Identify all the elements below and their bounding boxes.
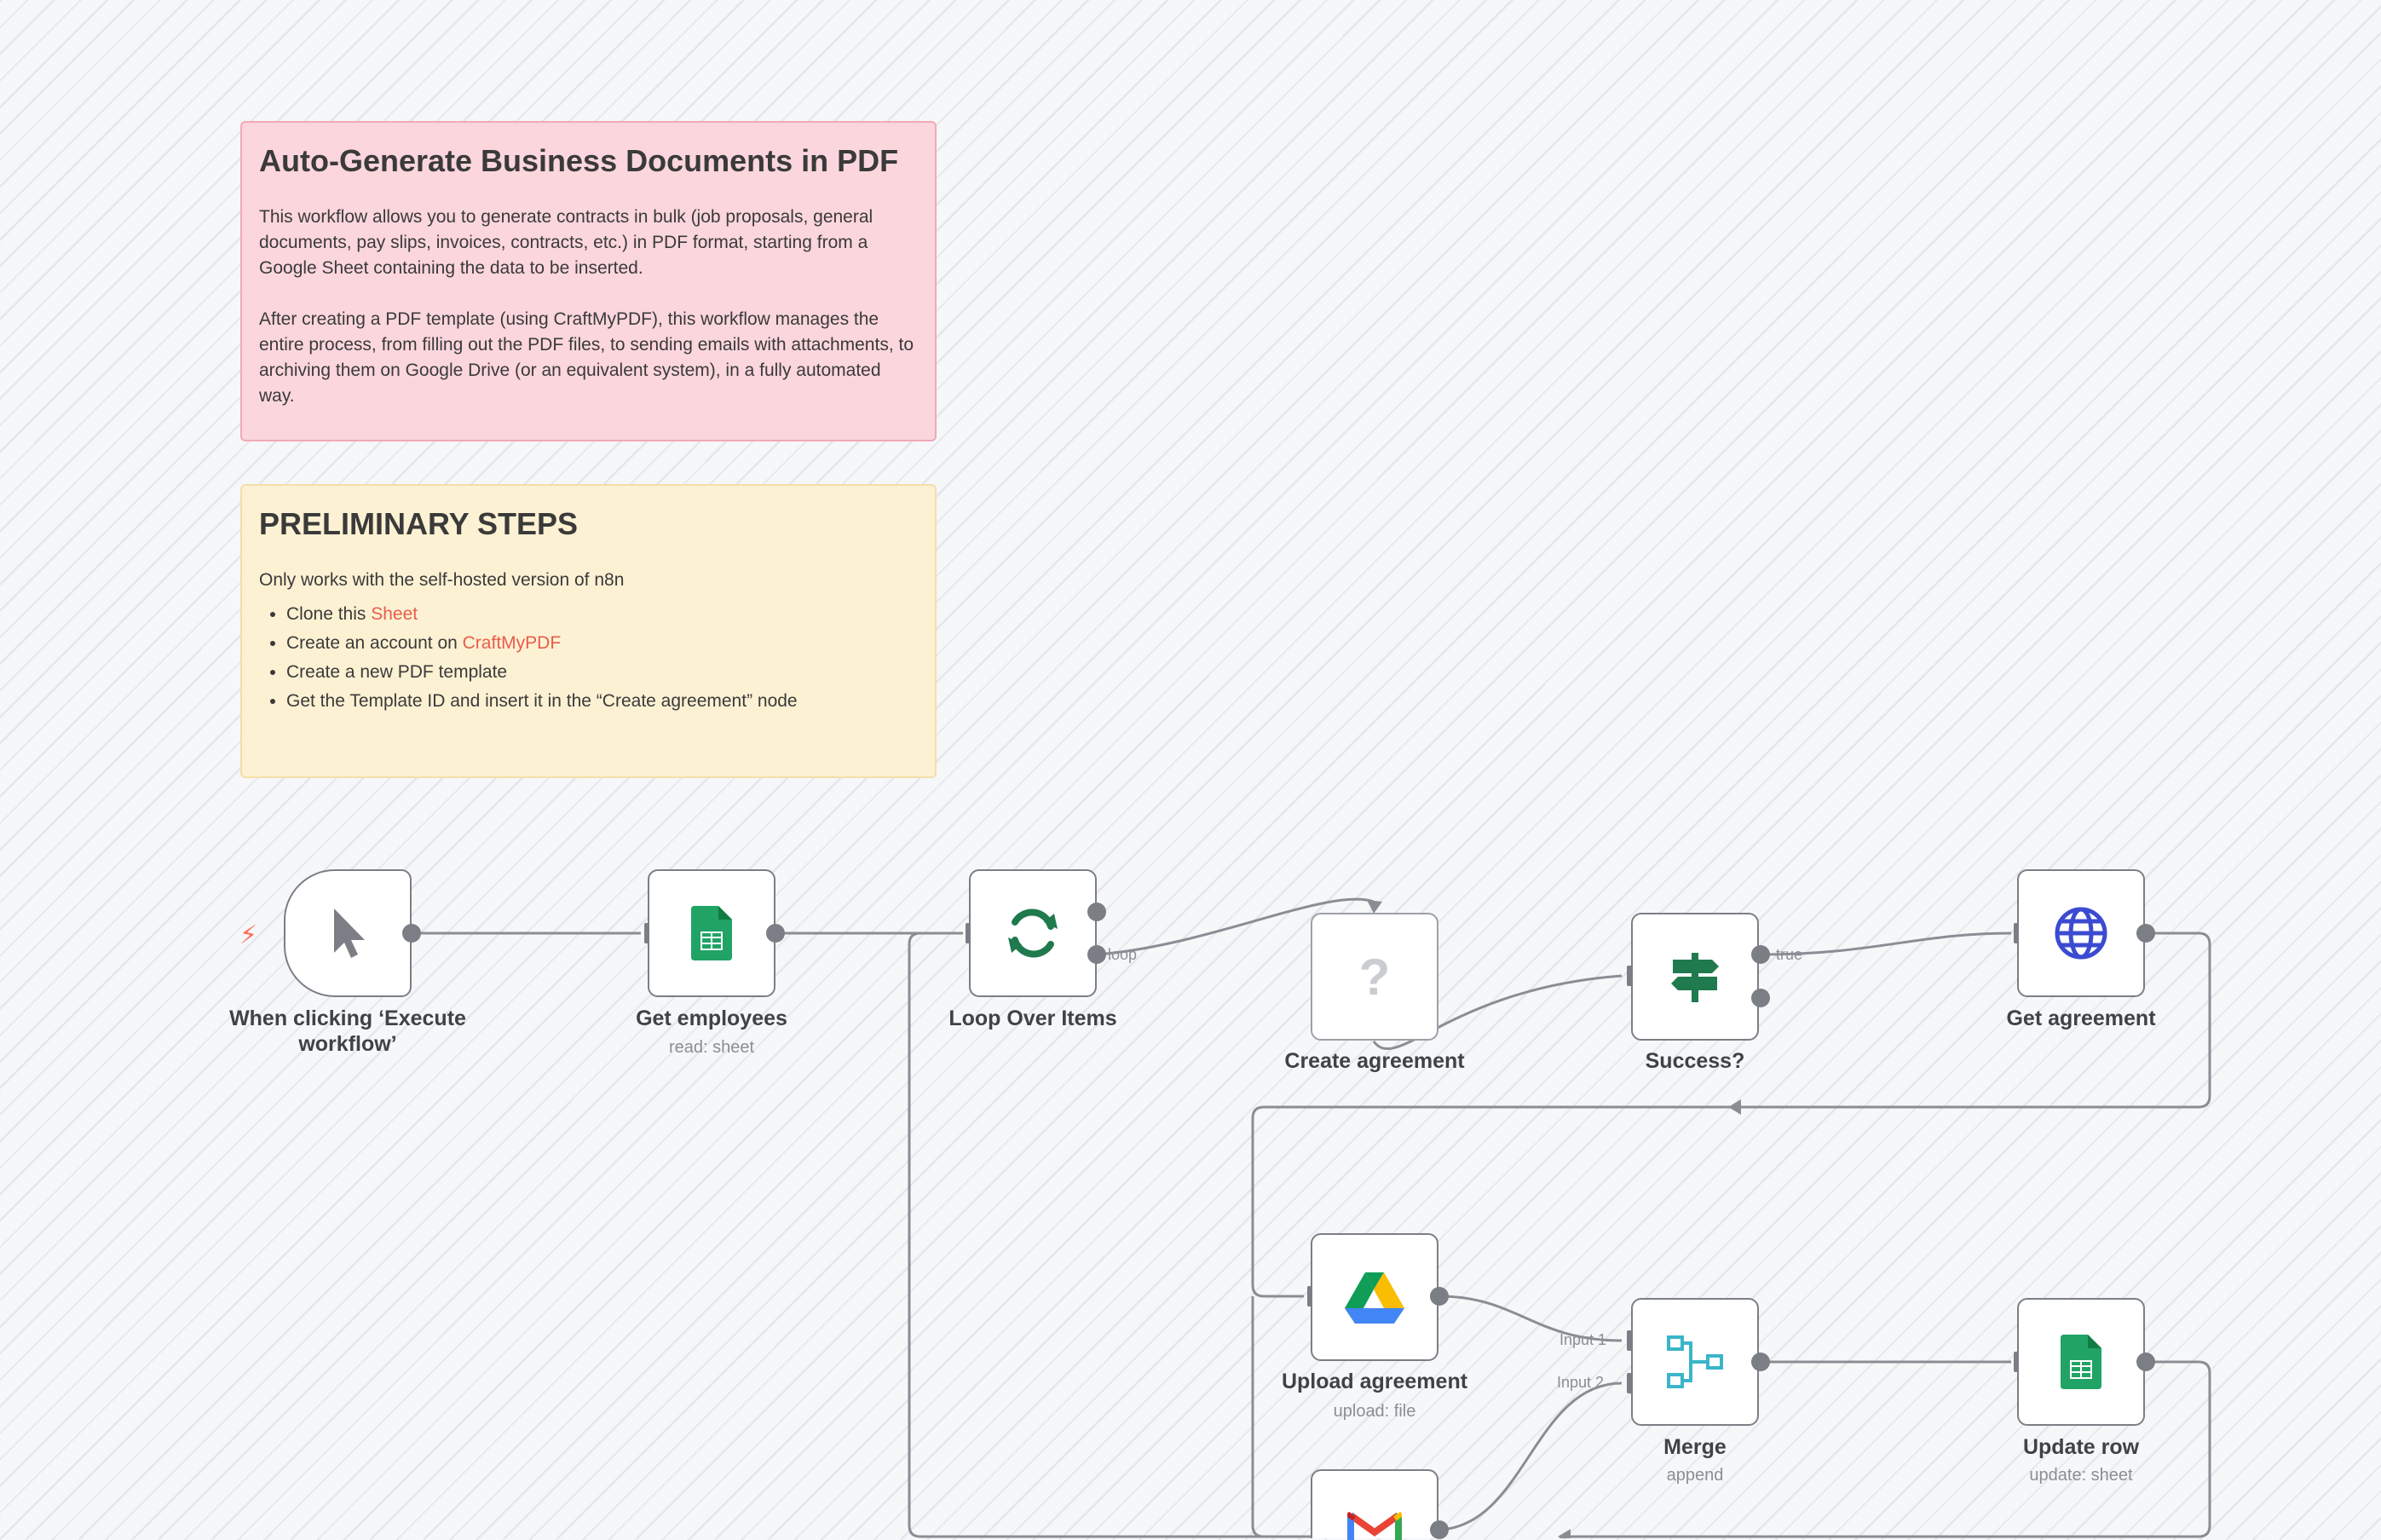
arrowhead-loopback — [1728, 1099, 1741, 1115]
input-handle-merge-1[interactable] — [1627, 1330, 1634, 1351]
label-upload-agreement: Upload agreement — [1281, 1370, 1468, 1393]
edge-create-agreement-to-success — [1372, 974, 1623, 1051]
edge-label-loop: loop — [1108, 946, 1138, 963]
google-sheets-icon — [691, 906, 732, 960]
steps-title: PRELIMINARY STEPS — [259, 506, 579, 541]
output-handle-loop-loop[interactable] — [1087, 945, 1106, 964]
node-merge[interactable] — [1631, 1298, 1759, 1426]
node-manual-trigger[interactable] — [284, 869, 412, 997]
edge-loop-return — [908, 931, 1312, 1538]
subtitle-update-row: update: sheet — [2029, 1466, 2133, 1485]
label-merge: Merge — [1663, 1435, 1727, 1459]
arrowhead-update-loopback — [1558, 1529, 1571, 1538]
sticky-note-preliminary-steps[interactable]: PRELIMINARY STEPS Only works with the se… — [240, 484, 937, 778]
edge-label-input-1: Input 1 — [1559, 1331, 1607, 1348]
intro-paragraph-1: This workflow allows you to generate con… — [259, 207, 873, 278]
gmail-icon — [1347, 1512, 1402, 1540]
label-manual-trigger: When clicking ‘Execute workflow’ — [229, 1006, 466, 1056]
sticky-note-intro[interactable]: Auto-Generate Business Documents in PDF … — [240, 121, 937, 441]
label-success: Success? — [1645, 1049, 1745, 1073]
label-get-employees: Get employees — [636, 1006, 787, 1030]
steps-list-item: Get the Template ID and insert it in the… — [286, 687, 918, 716]
label-create-agreement: Create agreement — [1284, 1049, 1465, 1073]
edge-gmail-to-merge-input2 — [1438, 1381, 1623, 1531]
edge-update-row-loopback — [1559, 1360, 2211, 1538]
edge-branch-to-gmail — [1251, 1296, 1304, 1538]
node-get-agreement[interactable] — [2017, 869, 2145, 997]
sheet-link[interactable]: Sheet — [371, 604, 418, 624]
node-upload-agreement[interactable] — [1311, 1233, 1438, 1361]
node-success-if[interactable] — [1631, 913, 1759, 1041]
merge-icon — [1667, 1335, 1723, 1388]
output-handle-gmail[interactable] — [1430, 1520, 1449, 1539]
output-handle-loop-done[interactable] — [1087, 903, 1106, 921]
google-drive-icon — [1345, 1272, 1404, 1324]
intro-title: Auto-Generate Business Documents in PDF — [259, 143, 899, 178]
label-loop-over-items: Loop Over Items — [948, 1006, 1117, 1030]
steps-list-item: Create a new PDF template — [286, 658, 918, 687]
question-icon: ? — [1358, 948, 1391, 1006]
label-get-agreement: Get agreement — [2006, 1006, 2156, 1030]
output-handle-success-true[interactable] — [1751, 945, 1770, 964]
google-sheets-icon — [2061, 1335, 2101, 1389]
input-handle-success[interactable] — [1627, 966, 1634, 986]
subtitle-upload-agreement: upload: file — [1333, 1402, 1416, 1421]
edge-loop-to-create-agreement — [1096, 897, 1375, 956]
subtitle-merge: append — [1666, 1466, 1724, 1485]
node-get-employees[interactable] — [648, 869, 775, 997]
cursor-icon — [334, 908, 365, 958]
edge-upload-to-merge-input1 — [1438, 1295, 1623, 1342]
intro-paragraph-2: After creating a PDF template (using Cra… — [259, 309, 914, 406]
output-handle-trigger[interactable] — [402, 924, 421, 943]
subtitle-get-employees: read: sheet — [668, 1038, 755, 1057]
craftmypdf-link[interactable]: CraftMyPDF — [462, 633, 562, 653]
arrowhead-create-agreement — [1367, 900, 1382, 914]
output-handle-get-agreement[interactable] — [2136, 924, 2155, 943]
output-handle-success-false[interactable] — [1751, 989, 1770, 1007]
node-gmail[interactable] — [1311, 1469, 1438, 1540]
steps-list-item: Create an account on CraftMyPDF — [286, 629, 918, 658]
node-loop-over-items[interactable] — [969, 869, 1097, 997]
signpost-icon — [1671, 953, 1719, 1002]
edge-success-true-to-get-agreement — [1760, 931, 2012, 956]
steps-list-item: Clone this Sheet — [286, 600, 918, 629]
steps-intro: Only works with the self-hosted version … — [259, 570, 625, 590]
output-handle-upload-agreement[interactable] — [1430, 1287, 1449, 1306]
output-handle-merge[interactable] — [1751, 1353, 1770, 1371]
globe-icon — [2055, 907, 2107, 960]
label-update-row: Update row — [2022, 1435, 2140, 1459]
edge-label-input-2: Input 2 — [1557, 1374, 1605, 1391]
steps-list: Clone this Sheet Create an account on Cr… — [259, 600, 918, 716]
loop-icon — [1008, 908, 1058, 958]
output-handle-update-row[interactable] — [2136, 1353, 2155, 1371]
edge-label-true: true — [1776, 946, 1803, 963]
output-handle-get-employees[interactable] — [766, 924, 785, 943]
node-update-row[interactable] — [2017, 1298, 2145, 1426]
trigger-bolt-icon: ⚡ — [239, 921, 258, 949]
input-handle-merge-2[interactable] — [1627, 1373, 1634, 1393]
node-create-agreement[interactable]: ? — [1311, 913, 1438, 1041]
